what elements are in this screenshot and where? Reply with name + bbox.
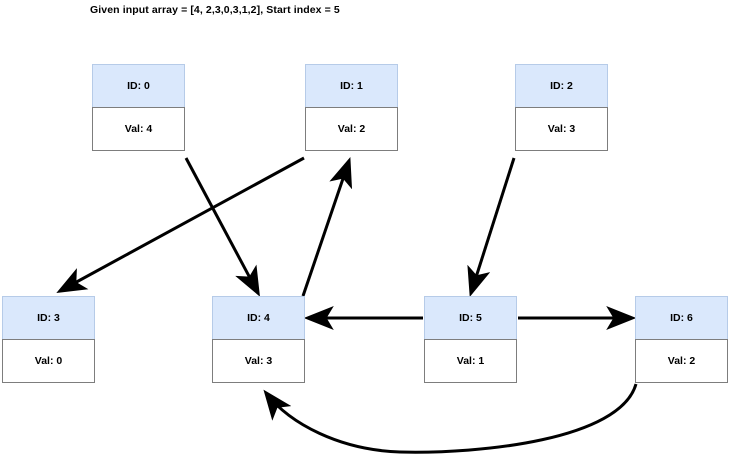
node-4-value: Val: 3 [212,339,305,383]
node-5-id: ID: 5 [424,296,517,340]
node-0-value: Val: 4 [92,107,185,151]
node-0-id: ID: 0 [92,64,185,108]
node-5[interactable]: ID: 5 Val: 1 [424,296,517,383]
node-0[interactable]: ID: 0 Val: 4 [92,64,185,151]
node-5-value: Val: 1 [424,339,517,383]
edge-6-to-4 [263,383,638,454]
node-6[interactable]: ID: 6 Val: 2 [635,296,728,383]
node-1[interactable]: ID: 1 Val: 2 [305,64,398,151]
node-2-id: ID: 2 [515,64,608,108]
node-3[interactable]: ID: 3 Val: 0 [2,296,95,383]
node-2-value: Val: 3 [515,107,608,151]
node-1-id: ID: 1 [305,64,398,108]
node-6-value: Val: 2 [635,339,728,383]
node-4-id: ID: 4 [212,296,305,340]
node-4[interactable]: ID: 4 Val: 3 [212,296,305,383]
node-6-id: ID: 6 [635,296,728,340]
edge-1-to-3 [56,156,305,294]
node-3-id: ID: 3 [2,296,95,340]
edge-0-to-4 [184,157,260,297]
edge-2-to-5 [467,157,516,298]
node-2[interactable]: ID: 2 Val: 3 [515,64,608,151]
node-1-value: Val: 2 [305,107,398,151]
node-3-value: Val: 0 [2,339,95,383]
edge-4-to-1 [301,157,353,297]
diagram-caption: Given input array = [4, 2,3,0,3,1,2], St… [90,4,340,16]
